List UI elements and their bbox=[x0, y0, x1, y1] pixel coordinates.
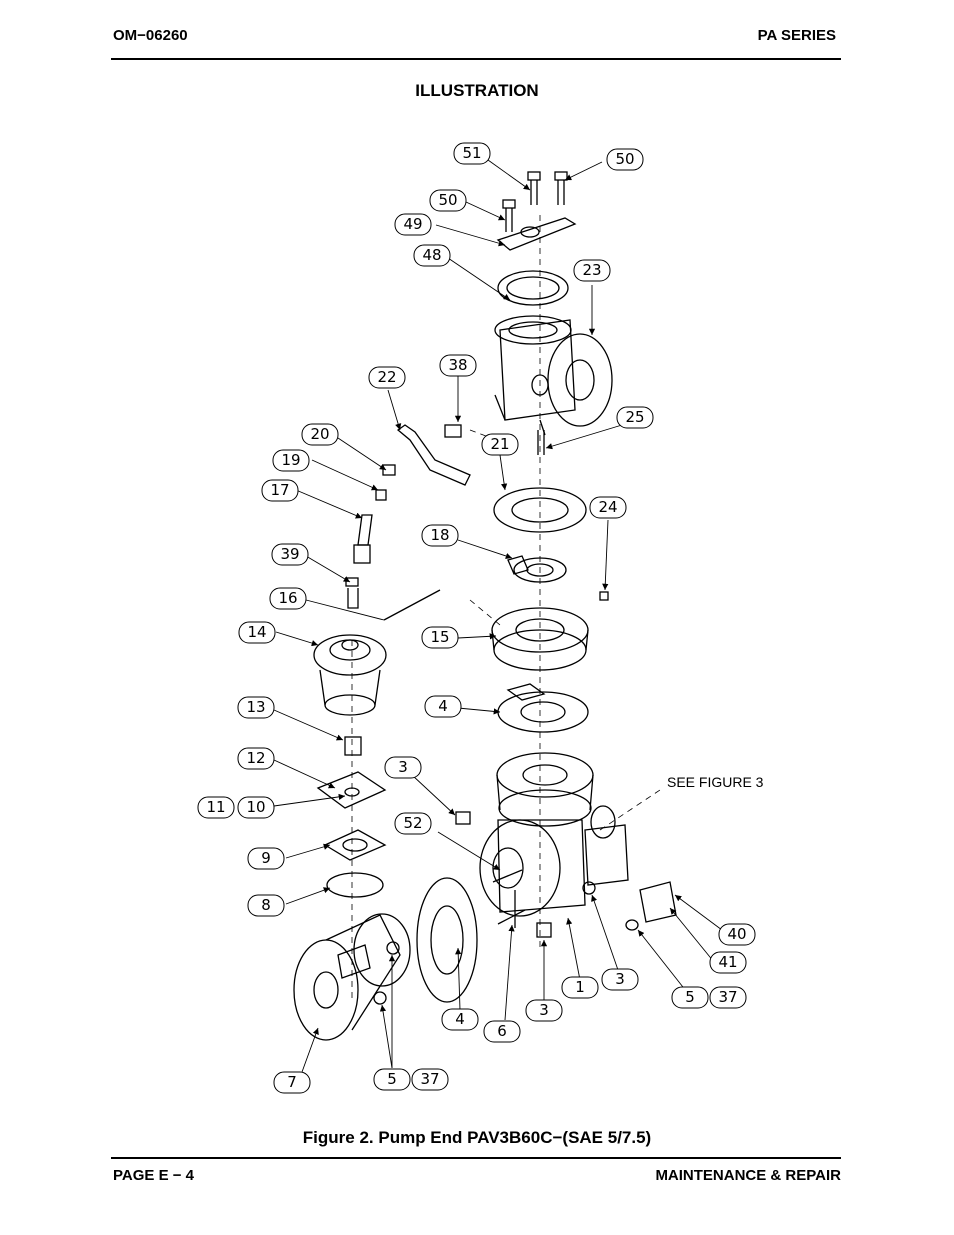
callout-50: 50 bbox=[606, 148, 644, 171]
callout-19: 19 bbox=[272, 449, 310, 472]
callout-label: 7 bbox=[287, 1073, 297, 1091]
callout-37: 37 bbox=[411, 1068, 449, 1091]
callout-23: 23 bbox=[573, 259, 611, 282]
callout-label: 3 bbox=[398, 758, 408, 776]
callout-label: 3 bbox=[539, 1001, 549, 1019]
callout-4: 4 bbox=[424, 695, 462, 718]
callout-3: 3 bbox=[525, 999, 563, 1022]
callout-4: 4 bbox=[441, 1008, 479, 1031]
document-number: OM−06260 bbox=[113, 27, 188, 44]
callout-label: 5 bbox=[685, 988, 695, 1006]
callout-3: 3 bbox=[384, 756, 422, 779]
callout-20: 20 bbox=[301, 423, 339, 446]
callout-15: 15 bbox=[421, 626, 459, 649]
callout-13: 13 bbox=[237, 696, 275, 719]
callout-label: 3 bbox=[615, 970, 625, 988]
callout-label: 20 bbox=[310, 425, 329, 443]
callout-label: 41 bbox=[718, 953, 737, 971]
callout-5: 5 bbox=[671, 986, 709, 1009]
callout-label: 1 bbox=[575, 978, 585, 996]
section-name: MAINTENANCE & REPAIR bbox=[655, 1167, 841, 1184]
callout-48: 48 bbox=[413, 244, 451, 267]
callout-label: 50 bbox=[615, 150, 634, 168]
callout-label: 12 bbox=[246, 749, 265, 767]
callout-40: 40 bbox=[718, 923, 756, 946]
footer-rule bbox=[111, 1157, 841, 1159]
header-rule bbox=[111, 58, 841, 60]
callout-12: 12 bbox=[237, 747, 275, 770]
callout-6: 6 bbox=[483, 1020, 521, 1043]
callout-label: 4 bbox=[455, 1010, 465, 1028]
callout-18: 18 bbox=[421, 524, 459, 547]
callout-label: 25 bbox=[625, 408, 644, 426]
callout-label: 13 bbox=[246, 698, 265, 716]
callout-label: 50 bbox=[438, 191, 457, 209]
callout-label: 8 bbox=[261, 896, 271, 914]
callout-14: 14 bbox=[238, 621, 276, 644]
callout-38: 38 bbox=[439, 354, 477, 377]
callout-label: 21 bbox=[490, 435, 509, 453]
callout-label: 10 bbox=[246, 798, 265, 816]
callout-17: 17 bbox=[261, 479, 299, 502]
callout-25: 25 bbox=[616, 406, 654, 429]
callout-7: 7 bbox=[273, 1071, 311, 1094]
callout-50: 50 bbox=[429, 189, 467, 212]
callout-label: 24 bbox=[598, 498, 617, 516]
callout-label: 17 bbox=[270, 481, 289, 499]
callout-24: 24 bbox=[589, 496, 627, 519]
callout-41: 41 bbox=[709, 951, 747, 974]
callout-1: 1 bbox=[561, 976, 599, 999]
callout-label: 19 bbox=[281, 451, 300, 469]
callout-label: 38 bbox=[448, 356, 467, 374]
callout-22: 22 bbox=[368, 366, 406, 389]
callout-label: 14 bbox=[247, 623, 266, 641]
page-number: PAGE E − 4 bbox=[113, 1167, 195, 1184]
callout-label: 37 bbox=[420, 1070, 439, 1088]
callout-label: 39 bbox=[280, 545, 299, 563]
callout-label: 5 bbox=[387, 1070, 397, 1088]
callout-16: 16 bbox=[269, 587, 307, 610]
callout-label: 49 bbox=[403, 215, 422, 233]
callout-label: 16 bbox=[278, 589, 297, 607]
callout-label: 15 bbox=[430, 628, 449, 646]
see-figure-note: SEE FIGURE 3 bbox=[667, 774, 764, 790]
callout-52: 52 bbox=[394, 812, 432, 835]
callout-3: 3 bbox=[601, 968, 639, 991]
callout-9: 9 bbox=[247, 847, 285, 870]
series-title: PA SERIES bbox=[757, 27, 836, 44]
callout-label: 51 bbox=[462, 144, 481, 162]
callout-8: 8 bbox=[247, 894, 285, 917]
callout-5: 5 bbox=[373, 1068, 411, 1091]
callout-11: 11 bbox=[197, 796, 235, 819]
section-title: ILLUSTRATION bbox=[415, 81, 539, 100]
callout-label: 6 bbox=[497, 1022, 507, 1040]
callout-label: 11 bbox=[206, 798, 225, 816]
callout-label: 37 bbox=[718, 988, 737, 1006]
callout-label: 4 bbox=[438, 697, 448, 715]
callout-label: 9 bbox=[261, 849, 271, 867]
callout-label: 18 bbox=[430, 526, 449, 544]
figure-caption: Figure 2. Pump End PAV3B60C−(SAE 5/7.5) bbox=[302, 1128, 652, 1147]
callout-label: 48 bbox=[422, 246, 441, 264]
callout-10: 10 bbox=[237, 796, 275, 819]
callout-39: 39 bbox=[271, 543, 309, 566]
callout-51: 51 bbox=[453, 142, 491, 165]
callout-label: 23 bbox=[582, 261, 601, 279]
callout-label: 52 bbox=[403, 814, 422, 832]
callout-label: 22 bbox=[377, 368, 396, 386]
callout-label: 40 bbox=[727, 925, 746, 943]
callout-21: 21 bbox=[481, 433, 519, 456]
callout-37: 37 bbox=[709, 986, 747, 1009]
callout-49: 49 bbox=[394, 213, 432, 236]
